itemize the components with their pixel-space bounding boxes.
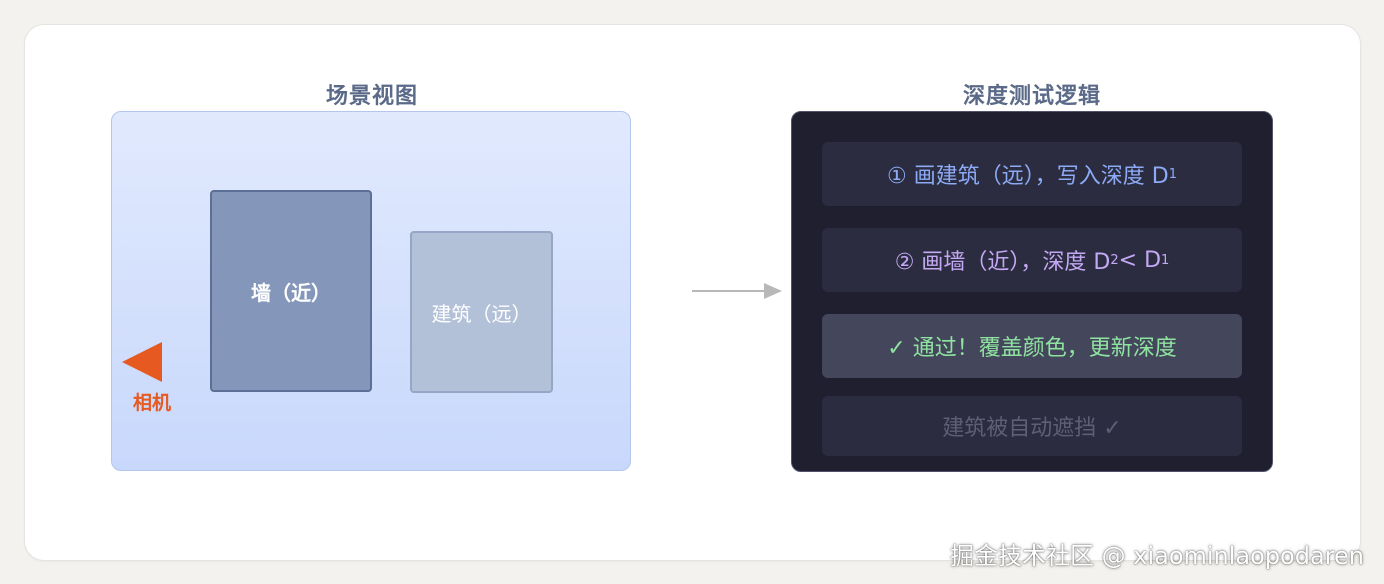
wall-near-box: 墙（近）: [210, 190, 372, 392]
watermark: 掘金技术社区 @ xiaominlaopodaren: [949, 542, 1364, 570]
wall-near-label: 墙（近）: [251, 280, 331, 305]
building-far-box: 建筑（远）: [410, 231, 553, 393]
camera-label: 相机: [132, 392, 171, 414]
step-3-text: ✓ 通过！覆盖颜色，更新深度: [887, 336, 1177, 361]
step-1-subscript: 1: [1168, 166, 1177, 182]
step-pass-update: ✓ 通过！覆盖颜色，更新深度: [822, 314, 1242, 378]
step-2-text: ② 画墙（近），深度 D: [894, 250, 1111, 275]
step-2-subscript-b: 1: [1161, 252, 1170, 268]
scene-view-title: 场景视图: [325, 84, 418, 109]
step-2-compare: < D: [1118, 247, 1162, 273]
building-far-label: 建筑（远）: [431, 301, 532, 326]
step-2-subscript-a: 2: [1110, 252, 1119, 268]
step-1-text: ① 画建筑（远），写入深度 D: [887, 164, 1169, 189]
step-4-text: 建筑被自动遮挡 ✓: [942, 416, 1122, 441]
depth-test-logic-title: 深度测试逻辑: [962, 84, 1101, 109]
step-building-occluded: 建筑被自动遮挡 ✓: [822, 396, 1242, 456]
arrow-right-icon: [692, 283, 782, 299]
camera-triangle-icon: [122, 342, 162, 382]
